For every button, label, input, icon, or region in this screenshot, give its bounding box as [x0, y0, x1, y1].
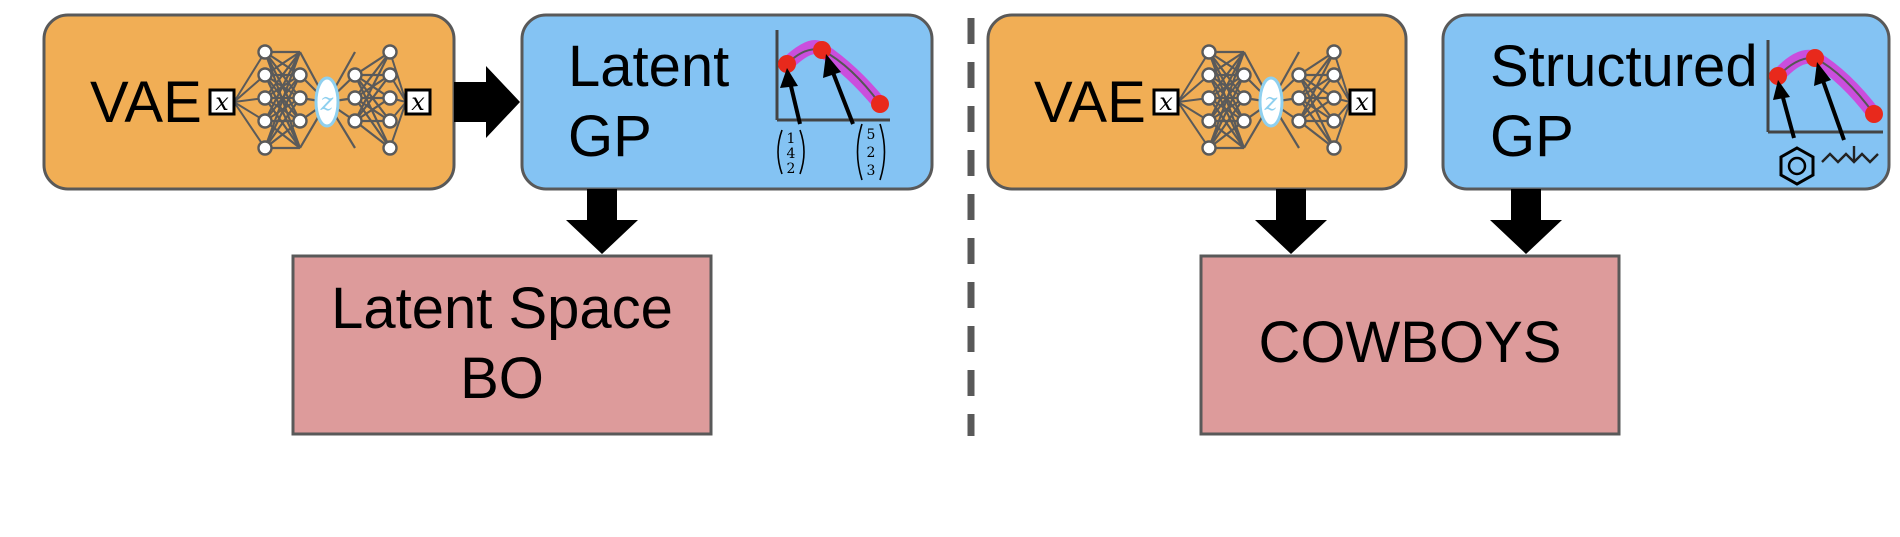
left-gp-box: Latent GP 1 4 — [520, 13, 934, 191]
vector-1: 1 4 2 — [777, 129, 805, 177]
right-arrow-vae-to-result — [1255, 189, 1327, 254]
latent-symbol: z — [320, 88, 334, 116]
right-gp-label-line1: Structured — [1490, 34, 1758, 99]
vector-2-entry-1: 5 — [867, 127, 876, 143]
vector-2: 5 2 3 — [856, 123, 886, 181]
gp-plot-icon — [775, 30, 890, 125]
input-symbol: x — [1159, 88, 1173, 116]
right-vae-label: VAE — [1034, 70, 1146, 135]
benzene-ring-icon — [1779, 146, 1815, 186]
left-gp-label-line1: Latent — [568, 34, 729, 99]
gp-plot-icon — [1766, 40, 1883, 141]
right-result-label: COWBOYS — [1259, 310, 1562, 375]
right-vae-box: VAE z x x — [986, 13, 1408, 191]
left-result-label-line2: BO — [460, 346, 544, 411]
left-vae-box: VAE z x x — [42, 13, 456, 191]
latent-node — [314, 76, 340, 128]
right-gp-label-line2: GP — [1490, 104, 1574, 169]
left-arrow-gp-to-result — [566, 189, 638, 254]
molecule-chain-icon — [1821, 146, 1879, 164]
vector-1-entry-2: 4 — [787, 146, 796, 162]
vector-1-entry-1: 1 — [787, 131, 796, 147]
vector-2-entry-2: 2 — [867, 145, 876, 161]
right-arrow-gp-to-result — [1490, 189, 1562, 254]
left-result-label-line1: Latent Space — [331, 276, 673, 341]
output-symbol: x — [1355, 88, 1369, 116]
left-pipeline: VAE z x x Latent GP — [42, 13, 934, 436]
output-symbol: x — [411, 88, 425, 116]
vector-1-entry-3: 2 — [787, 161, 796, 177]
left-arrow-vae-to-gp — [454, 66, 520, 138]
latent-symbol: z — [1264, 88, 1278, 116]
input-symbol: x — [215, 88, 229, 116]
latent-node — [1258, 76, 1284, 128]
left-result-box: Latent Space BO — [291, 254, 713, 436]
left-vae-label: VAE — [90, 70, 202, 135]
right-gp-box: Structured GP — [1441, 13, 1891, 191]
left-gp-label-line2: GP — [568, 104, 652, 169]
right-pipeline: VAE z x x Structured GP — [986, 13, 1891, 436]
vector-2-entry-3: 3 — [867, 163, 876, 179]
right-result-box: COWBOYS — [1199, 254, 1621, 436]
